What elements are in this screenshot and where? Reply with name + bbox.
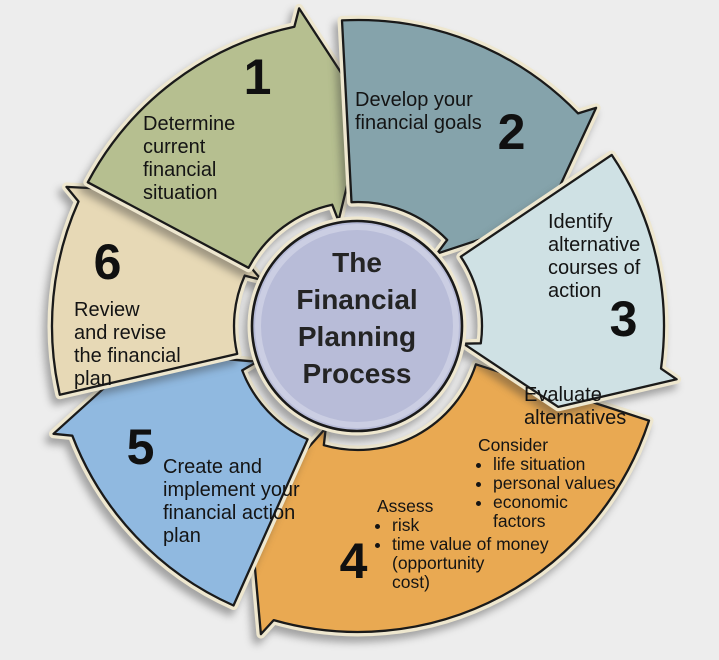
step-1-arrow xyxy=(83,3,370,273)
step-2-arrow xyxy=(337,15,601,259)
step-3-number: 3 xyxy=(609,291,638,347)
center-circle xyxy=(247,216,467,436)
bullet-item: life situation xyxy=(493,455,616,474)
assess-heading: Assess xyxy=(377,496,434,516)
step-1-label: Determine current financial situation xyxy=(143,113,236,204)
step-4-consider-list: Consider life situation personal values … xyxy=(478,436,616,531)
step-2-number: 2 xyxy=(497,104,526,160)
step-5-label: Create and implement your financial acti… xyxy=(163,456,300,547)
step-4-label: Evaluate alternatives xyxy=(524,384,627,429)
step-2-label: Develop your financial goals xyxy=(355,89,482,134)
step-3-arrow xyxy=(456,150,682,412)
step-4-arrow xyxy=(245,359,654,639)
step-6-number: 6 xyxy=(93,234,122,290)
bullet-item: risk xyxy=(392,516,549,535)
bullet-item: economic factors xyxy=(493,493,616,531)
bullet-item: personal values xyxy=(493,474,616,493)
step-3-label: Identify alternative courses of action xyxy=(548,211,641,302)
center-title: The Financial Planning Process xyxy=(296,247,418,389)
step-5-number: 5 xyxy=(126,419,155,475)
step-5-arrow xyxy=(49,347,313,610)
bullet-item: time value of money (opportunity cost) xyxy=(392,535,549,592)
step-1-number: 1 xyxy=(243,49,272,105)
step-4-number: 4 xyxy=(339,533,368,589)
consider-heading: Consider xyxy=(478,435,549,455)
step-4-assess-list: Assess risk time value of money (opportu… xyxy=(377,497,549,592)
step-6-label: Review and revise the financial plan xyxy=(74,299,181,390)
assess-items: risk time value of money (opportunity co… xyxy=(377,516,549,592)
consider-items: life situation personal values economic … xyxy=(478,455,616,531)
